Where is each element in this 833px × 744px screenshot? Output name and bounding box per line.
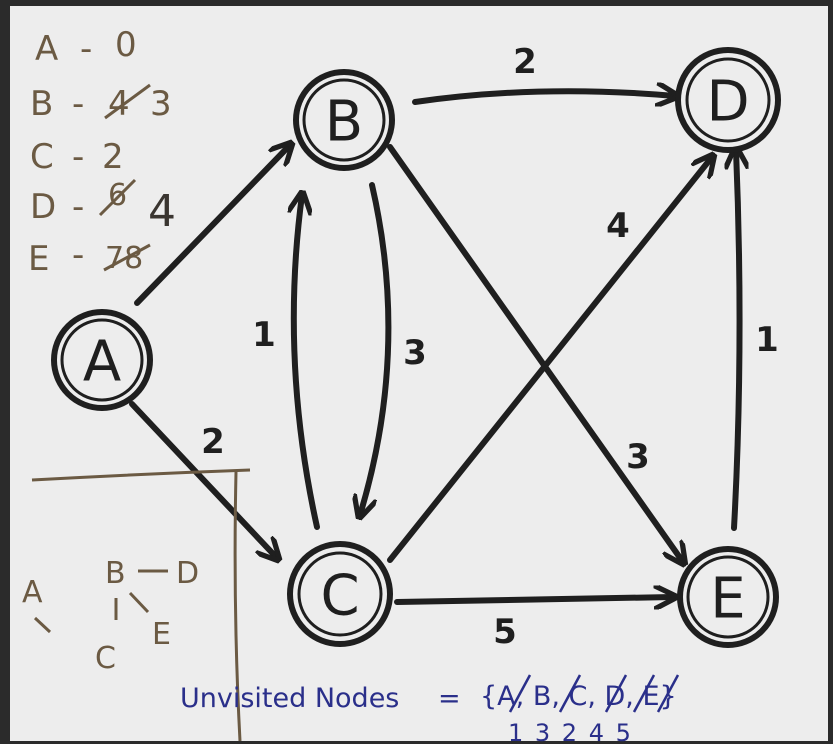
note-b-node: B [30,84,53,124]
strike-d [98,178,137,217]
divider-vertical [233,471,242,742]
node-a-label: A [83,330,121,395]
tree-node-a: A [22,575,43,610]
note-c-node: C [30,137,54,177]
note-d-sep: - [72,187,84,227]
note-b-sep: - [72,84,84,124]
note-c-sep: - [72,137,84,177]
distance-notes: A - 0 B - 4 3 C - 2 D - 6 4 E - 78 [28,25,176,279]
note-row-a: A - 0 [35,25,137,69]
node-e: E [677,546,779,648]
weight-c-b: 1 [252,315,276,355]
strike-e [103,243,151,272]
weight-e-d: 1 [755,320,779,360]
strike-b-set [558,674,582,713]
note-e-node: E [28,239,49,279]
note-b-crossed: 4 [108,84,130,124]
strike-e-set [656,674,680,713]
node-e-label: E [710,567,745,632]
edge-b-c [360,182,392,515]
edge-a-c [129,401,277,558]
unvisited-label: Unvisited Nodes [180,683,399,714]
tree-node-b: B [105,556,126,591]
divider-horizontal [31,468,251,482]
note-b-value: 3 [150,84,172,124]
weight-b-d: 2 [513,42,537,82]
edge-c-d [387,157,712,563]
tree-sketch: A B D E C [22,556,199,676]
strike-d-set [632,674,656,713]
note-d-value: 4 [148,186,176,237]
note-row-d: D - 6 4 [30,178,176,237]
strike-c [604,674,628,713]
unvisited-set: Unvisited Nodes = {A, B, C, D, E} 1 3 2 … [180,674,680,744]
visit-order: 1 3 2 4 5 [508,719,633,744]
tree-edge-a-c [33,616,52,634]
node-d-label: D [706,70,749,135]
edge-a-b [134,145,290,306]
note-d-node: D [30,187,56,227]
edge-c-e [394,597,673,602]
edge-b-e [387,144,683,562]
note-a-node: A [35,29,58,69]
node-c: C [287,541,393,647]
note-row-c: C - 2 [30,137,124,177]
node-d: D [675,47,781,153]
edge-b-d [412,91,675,102]
note-row-e: E - 78 [28,235,151,279]
edge-c-b [294,195,320,530]
strike-b [104,83,151,120]
tree-node-d: D [176,556,199,591]
node-a: A [51,309,153,411]
tree-node-e: E [152,617,171,652]
tree-edge-b-e [128,591,150,614]
unvisited-equals: = [438,683,461,714]
edge-e-d [734,150,740,531]
note-a-sep: - [80,29,92,69]
right-frame [828,0,833,744]
note-e-sep: - [72,235,84,275]
weight-a-c: 2 [201,422,225,462]
top-frame [0,0,833,6]
weight-b-e: 3 [626,437,650,477]
node-c-label: C [320,564,359,629]
node-b: B [293,69,395,171]
note-a-value: 0 [115,25,137,65]
tree-node-c: C [95,641,116,676]
weight-c-d: 4 [606,206,630,246]
note-row-b: B - 4 3 [30,83,172,124]
node-b-label: B [325,90,363,155]
weight-c-e: 5 [493,612,517,652]
strike-a [508,674,532,713]
weight-b-c: 3 [403,333,427,373]
note-c-value: 2 [102,137,124,177]
